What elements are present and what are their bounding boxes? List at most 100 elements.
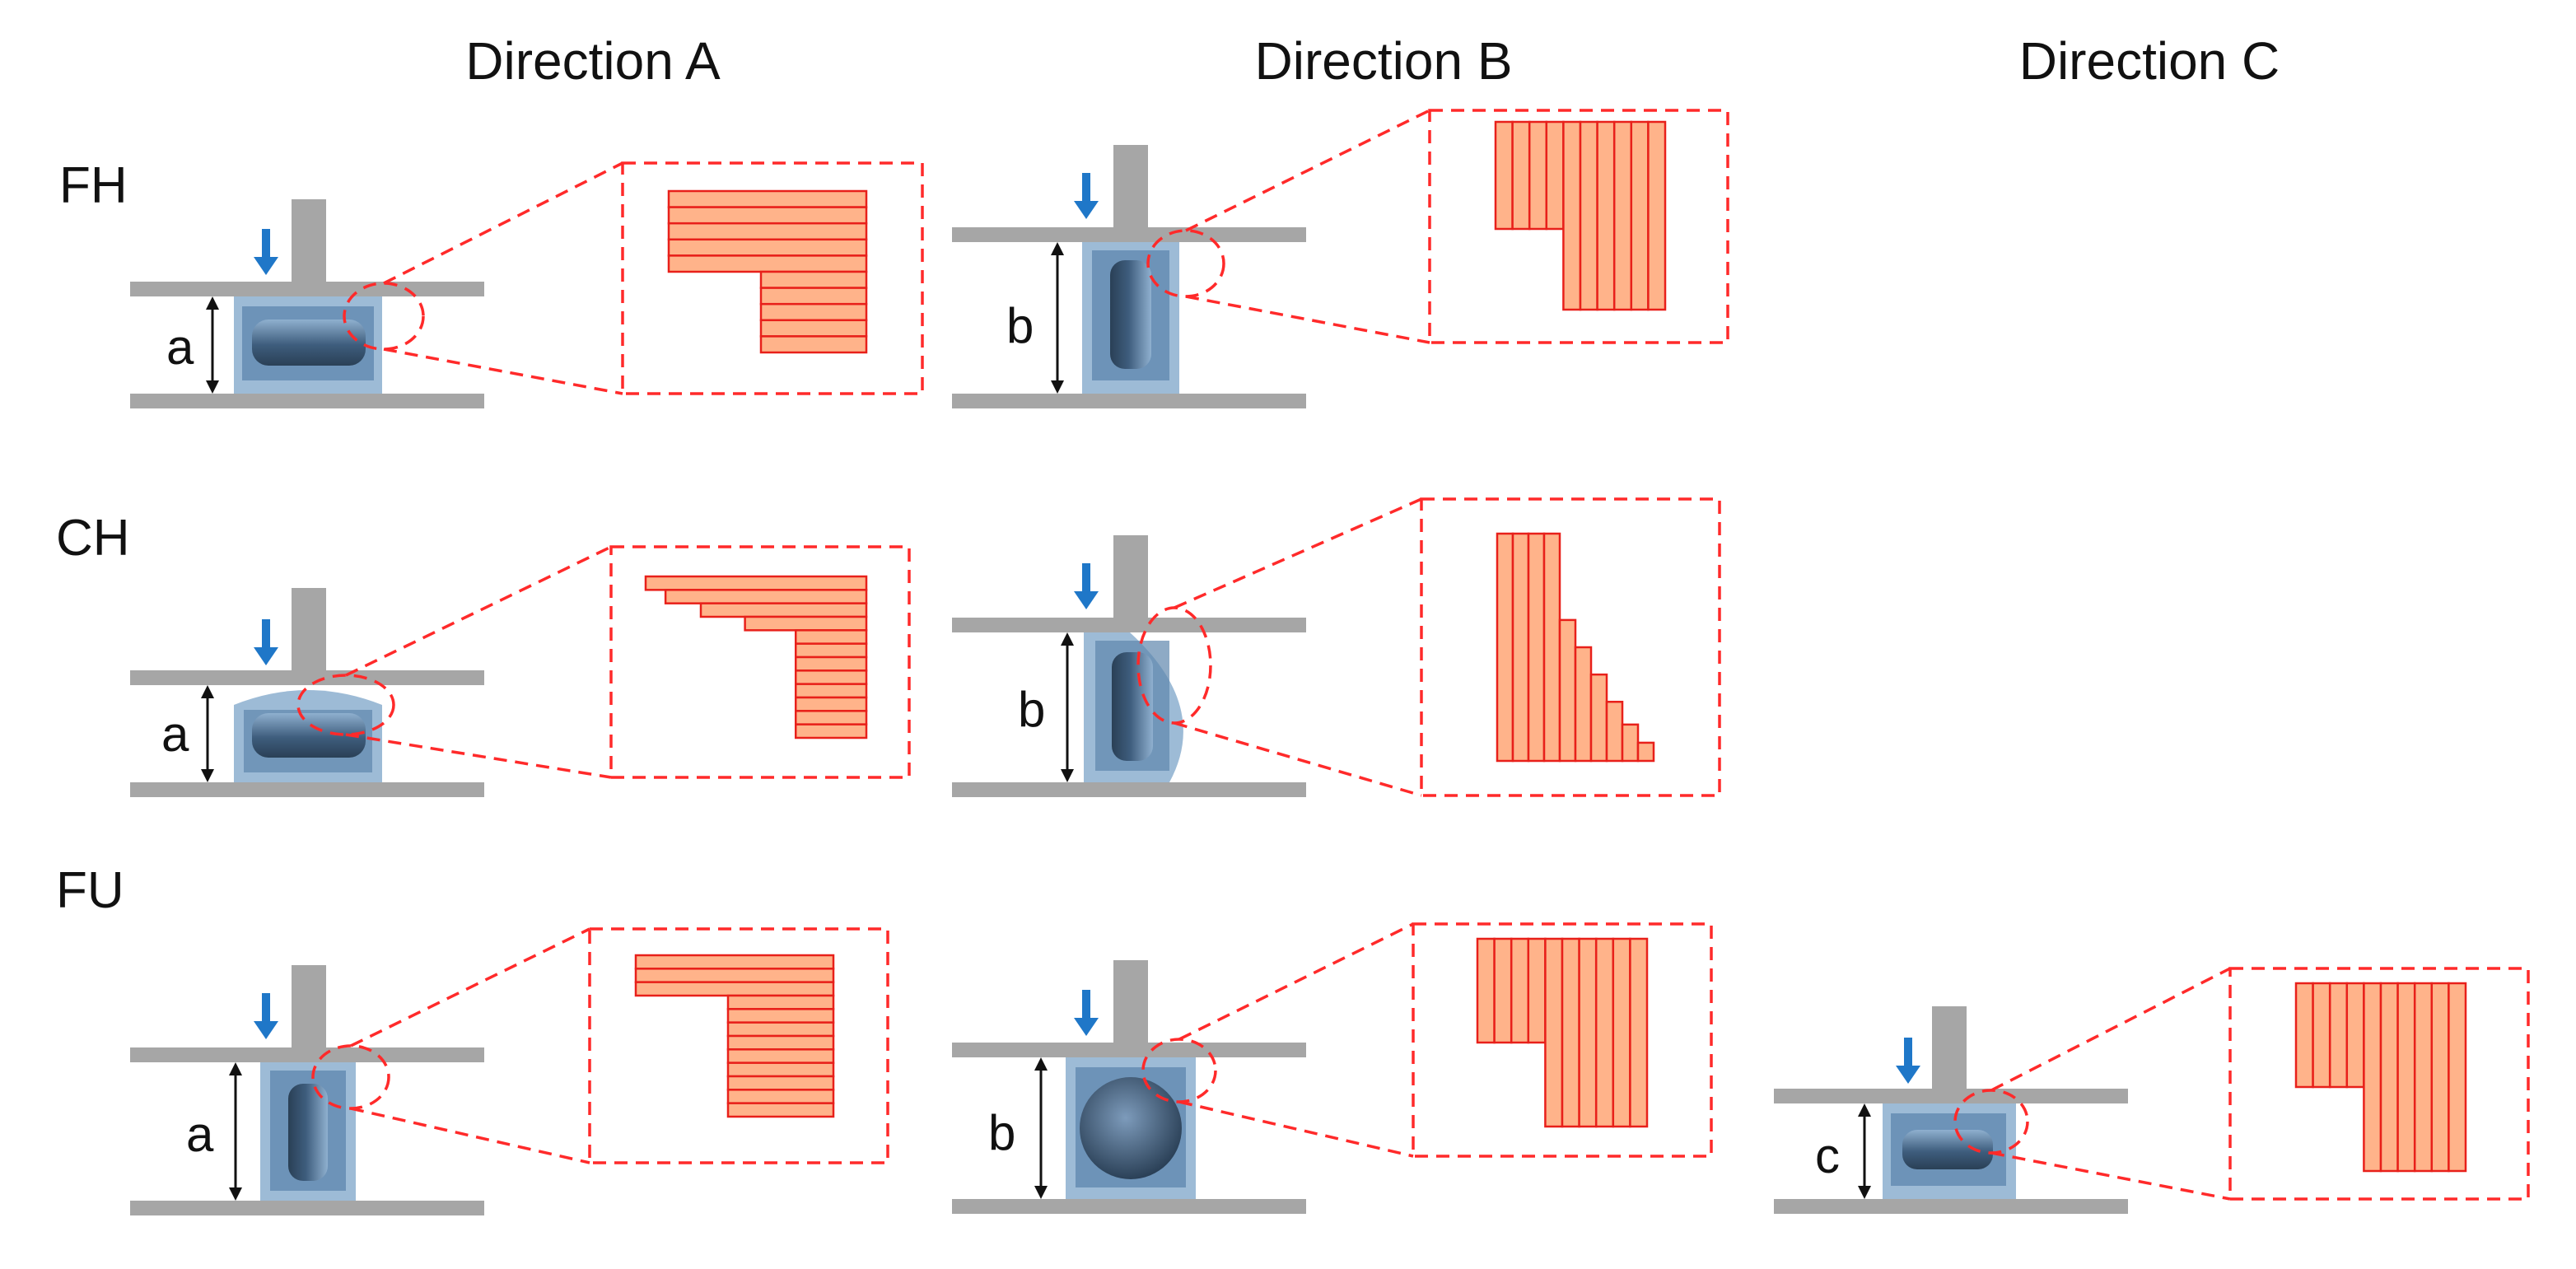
build-layer: [1630, 120, 1650, 311]
build-layer: [634, 954, 835, 970]
dimension-c: c: [1815, 1103, 1871, 1199]
press-rig: [1774, 1006, 2128, 1214]
build-layer: [744, 615, 868, 632]
specimen-block: [260, 1062, 356, 1201]
load-direction-icon: [254, 993, 278, 1039]
press-rig: [952, 145, 1306, 408]
column-title-direction-a: Direction A: [465, 31, 721, 91]
dimension-b: b: [1006, 242, 1064, 394]
specimen-block: [1082, 242, 1179, 394]
load-direction-icon: [1074, 173, 1099, 219]
build-layer: [2430, 982, 2450, 1173]
specimen-block: [234, 690, 382, 782]
build-layer: [794, 655, 868, 672]
panel-fh-direction-a: a: [130, 161, 924, 408]
build-layer: [1579, 120, 1598, 311]
top-plate: [952, 227, 1306, 242]
build-layer: [726, 1102, 835, 1118]
build-layer: [726, 1061, 835, 1078]
build-layer: [1589, 673, 1608, 763]
specimen-block: [1066, 1057, 1196, 1199]
zoom-callout: [1953, 967, 2530, 1201]
bottom-plate: [1774, 1199, 2128, 1214]
build-layer: [759, 270, 868, 289]
build-layer: [2328, 982, 2349, 1089]
bottom-plate: [952, 1199, 1306, 1214]
build-layer: [667, 222, 868, 241]
build-layer: [1647, 120, 1667, 311]
build-layer: [1558, 618, 1577, 763]
load-direction-icon: [254, 229, 278, 275]
build-layer: [759, 335, 868, 354]
zoom-callout: [1146, 109, 1729, 344]
build-layer: [1612, 937, 1631, 1128]
build-layer: [794, 642, 868, 659]
build-layer: [1596, 120, 1616, 311]
dimension-label: b: [988, 1105, 1015, 1160]
layer-profile: [2294, 982, 2467, 1173]
build-layer: [1511, 532, 1530, 763]
build-layer: [1578, 937, 1598, 1128]
dimension-label: b: [1006, 298, 1034, 353]
build-layer: [1528, 120, 1548, 231]
dimension-label: a: [161, 707, 189, 762]
bottom-plate: [130, 1201, 484, 1215]
build-layer: [726, 1034, 835, 1051]
build-layer: [794, 629, 868, 645]
press-ram: [1932, 1006, 1967, 1090]
build-layer: [794, 683, 868, 699]
press-rig: [130, 588, 484, 797]
dimension-a: a: [166, 296, 219, 394]
dimension-a: a: [186, 1062, 242, 1201]
panel-fh-direction-b: b: [952, 109, 1729, 408]
sphere-specimen: [1080, 1077, 1182, 1179]
build-layer: [1561, 937, 1580, 1128]
bottom-plate: [952, 394, 1306, 408]
build-layer: [1545, 120, 1565, 231]
top-plate: [130, 1047, 484, 1062]
build-layer: [667, 254, 868, 273]
build-layer: [1542, 532, 1561, 763]
press-ram: [1113, 535, 1148, 619]
build-layer: [699, 602, 868, 618]
row-label-ch: CH: [56, 510, 130, 567]
load-direction-icon: [1074, 990, 1099, 1036]
disk-specimen: [288, 1084, 328, 1181]
dimension-label: a: [166, 320, 194, 375]
layer-profile: [644, 575, 868, 739]
dimension-a: a: [161, 685, 214, 782]
build-layer: [667, 189, 868, 208]
build-layer: [759, 319, 868, 338]
load-direction-icon: [1896, 1038, 1920, 1084]
build-layer: [1496, 532, 1514, 763]
build-layer: [1544, 937, 1564, 1128]
column-title-direction-b: Direction B: [1255, 31, 1513, 91]
build-layer: [644, 575, 868, 591]
dimension-b: b: [1018, 632, 1074, 782]
disk-specimen: [252, 320, 366, 366]
build-layer: [726, 1021, 835, 1038]
dimension-label: b: [1018, 682, 1045, 737]
build-layer: [1476, 937, 1496, 1044]
press-rig: [952, 535, 1306, 797]
build-layer: [1574, 646, 1593, 763]
layer-profile: [1494, 120, 1667, 311]
build-layer: [667, 206, 868, 225]
build-layer: [726, 1008, 835, 1024]
press-rig: [952, 960, 1306, 1214]
dimension-label: c: [1815, 1128, 1840, 1183]
build-layer: [2448, 982, 2467, 1173]
build-layer: [1527, 532, 1546, 763]
build-layer: [759, 302, 868, 322]
build-layer: [759, 287, 868, 306]
build-layer: [634, 968, 835, 983]
specimen-block: [234, 296, 382, 394]
build-layer: [2379, 982, 2399, 1173]
build-layer: [1562, 120, 1582, 311]
press-rig: [130, 965, 484, 1215]
layer-profile: [1496, 532, 1655, 763]
top-plate: [952, 618, 1306, 632]
top-plate: [952, 1043, 1306, 1057]
